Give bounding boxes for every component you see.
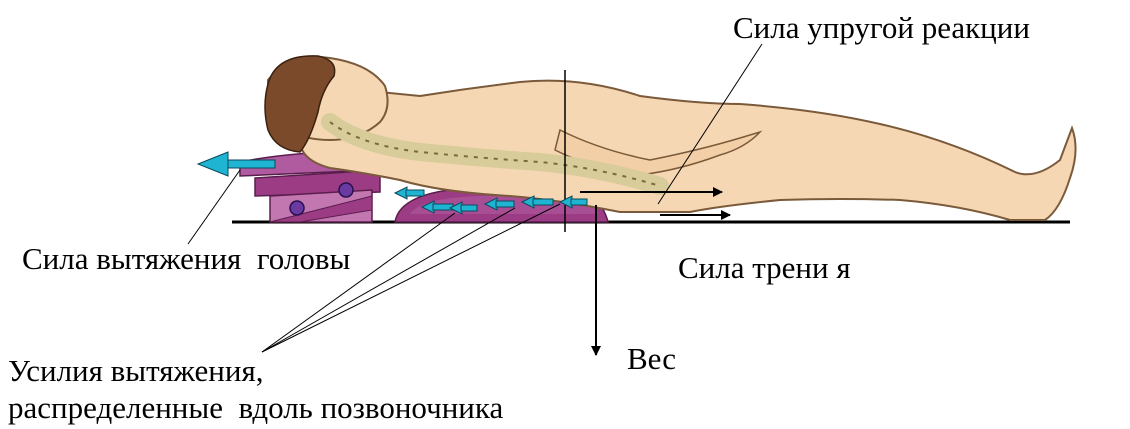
spine-effort-leader-1	[262, 213, 455, 352]
spine-efforts-label-line2: распределенные вдоль позвоночника	[8, 392, 503, 423]
head-traction-label: Сила вытяжения головы	[22, 243, 350, 274]
weight-label: Вес	[627, 343, 676, 374]
head-traction-leader	[188, 170, 240, 244]
patient-body	[265, 56, 1076, 220]
spine-effort-leader-3	[262, 204, 560, 352]
friction-label: Сила трени я	[678, 252, 851, 283]
spine-efforts-label-line1: Усилия вытяжения,	[8, 355, 263, 386]
elastic-reaction-label: Сила упругой реакции	[733, 12, 1030, 43]
spine-effort-leader-2	[262, 208, 515, 352]
